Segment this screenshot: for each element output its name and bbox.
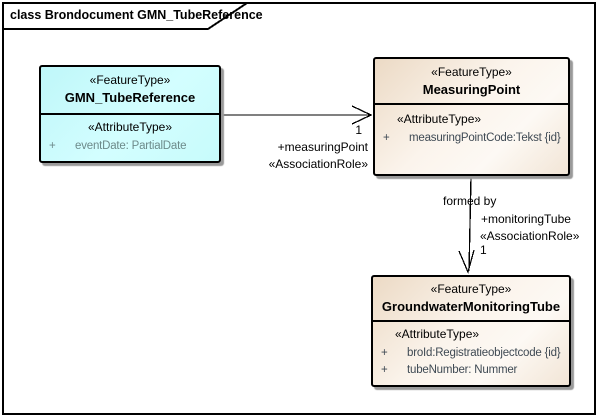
- attribute-compartment: «AttributeType» + eventDate: PartialDate: [41, 115, 219, 155]
- attribute-visibility: +: [381, 347, 388, 359]
- attribute-compartment: «AttributeType» + measuringPointCode:Tek…: [375, 105, 568, 147]
- attribute-stereotype: «AttributeType»: [395, 327, 480, 341]
- open-arrowhead-icon: [351, 105, 373, 125]
- association-monitoringtube-line[interactable]: [468, 176, 472, 272]
- attribute-text: broId:Registratieobjectcode {id}: [407, 347, 561, 359]
- class-name: MeasuringPoint: [422, 82, 521, 97]
- attribute-row: + tubeNumber: Nummer: [377, 362, 565, 379]
- attribute-text: tubeNumber: Nummer: [407, 363, 518, 376]
- attribute-row: + broId:Registratieobjectcode {id}: [377, 345, 565, 362]
- role-name-label: +measuringPoint: [277, 140, 368, 154]
- association-name-label: formed by: [443, 194, 497, 208]
- attribute-text: measuringPointCode:Tekst {id}: [409, 132, 561, 144]
- association-stereotype-label: «AssociationRole»: [268, 157, 368, 171]
- multiplicity-label: 1: [355, 123, 362, 137]
- attribute-text: eventDate: PartialDate: [75, 140, 187, 152]
- feature-stereotype: «FeatureType»: [430, 282, 512, 296]
- association-stereotype-label: «AssociationRole»: [480, 229, 580, 243]
- diagram-title-tab: [2, 2, 251, 30]
- class-header: «FeatureType» GMN_TubeReference: [41, 67, 219, 115]
- attribute-stereotype: «AttributeType»: [87, 120, 173, 134]
- class-box-groundwatermonitoringtube[interactable]: «FeatureType» GroundwaterMonitoringTube …: [371, 275, 571, 387]
- attribute-row: + measuringPointCode:Tekst {id}: [379, 130, 564, 147]
- class-header: «FeatureType» GroundwaterMonitoringTube: [373, 277, 569, 322]
- attribute-compartment: «AttributeType» + broId:Registratieobjec…: [373, 322, 569, 378]
- class-name: GMN_TubeReference: [64, 90, 196, 105]
- class-box-measuringpoint[interactable]: «FeatureType» MeasuringPoint «AttributeT…: [373, 57, 570, 176]
- attribute-visibility: +: [381, 363, 388, 376]
- attribute-row: + eventDate: PartialDate: [45, 138, 215, 155]
- diagram-title: class Brondocument GMN_TubeReference: [10, 8, 263, 22]
- class-name: GroundwaterMonitoringTube: [381, 299, 561, 314]
- attribute-visibility: +: [49, 140, 56, 152]
- role-name-label: +monitoringTube: [481, 212, 571, 226]
- attribute-visibility: +: [383, 132, 390, 144]
- open-arrowhead-icon: [458, 249, 475, 274]
- feature-stereotype: «FeatureType»: [89, 73, 171, 87]
- diagram-frame: [2, 2, 596, 415]
- feature-stereotype: «FeatureType»: [431, 65, 512, 79]
- attribute-stereotype: «AttributeType»: [397, 112, 482, 126]
- class-header: «FeatureType» MeasuringPoint: [375, 59, 568, 105]
- class-box-gmn-tubereference[interactable]: «FeatureType» GMN_TubeReference «Attribu…: [39, 65, 221, 163]
- multiplicity-label: 1: [480, 243, 487, 257]
